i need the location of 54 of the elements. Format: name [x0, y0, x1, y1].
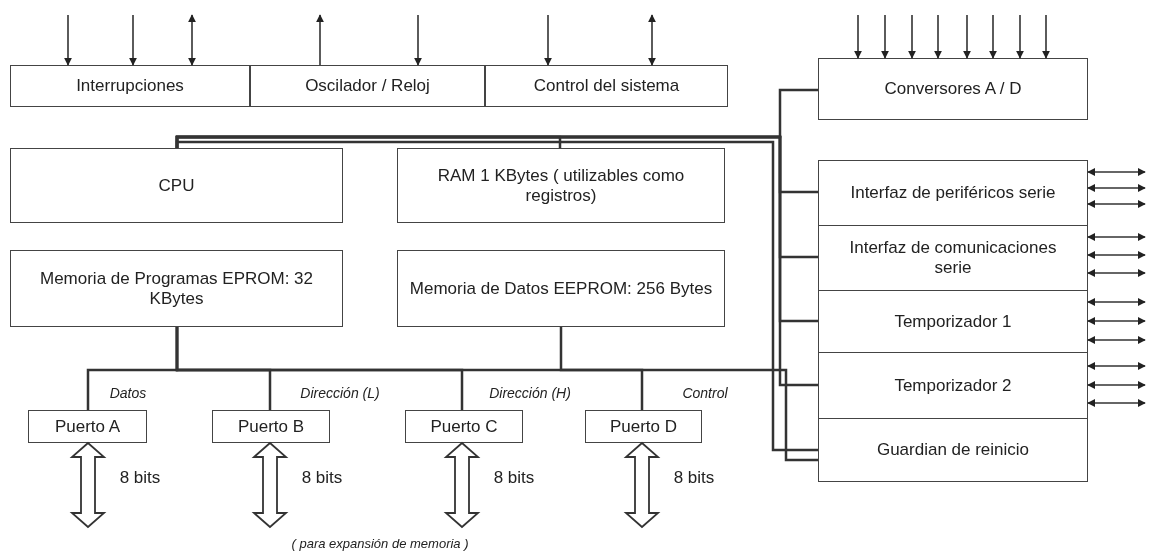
bus-arrow [251, 441, 289, 529]
pin-arrow [934, 14, 942, 59]
pin-arrow [1087, 317, 1146, 325]
pin-arrow [1087, 399, 1146, 407]
module-box: Interfaz de periféricos serie [818, 160, 1088, 226]
module-box: Conversores A / D [818, 58, 1088, 120]
pin-arrow [963, 14, 971, 59]
pin-arrow [1087, 336, 1146, 344]
pin-arrow [908, 14, 916, 59]
module-box: CPU [10, 148, 343, 223]
bus-line [175, 327, 644, 410]
bus-arrow [443, 441, 481, 529]
pin-arrow [544, 14, 552, 66]
pin-arrow [1016, 14, 1024, 59]
module-box: Temporizador 2 [818, 352, 1088, 419]
pin-arrow [316, 14, 324, 66]
pin-arrow [1087, 184, 1146, 192]
module-box: Oscilador / Reloj [250, 65, 485, 107]
pin-arrow [1087, 251, 1146, 259]
pin-arrow [1087, 200, 1146, 208]
port-box: Puerto C [405, 410, 523, 443]
pin-arrow [1087, 233, 1146, 241]
bus-line [175, 135, 818, 387]
bus-arrow [623, 441, 661, 529]
port-box: Puerto D [585, 410, 702, 443]
bus-arrow [69, 441, 107, 529]
pin-arrow [64, 14, 72, 66]
bus-line [559, 327, 818, 462]
module-box: RAM 1 KBytes ( utilizables como registros) [397, 148, 725, 223]
edge-label: Dirección (H) [486, 385, 574, 401]
module-box: Guardian de reinicio [818, 418, 1088, 482]
pin-arrow [1042, 14, 1050, 59]
pin-arrow [1087, 298, 1146, 306]
module-box: Control del sistema [485, 65, 728, 107]
module-box: Memoria de Datos EEPROM: 256 Bytes [397, 250, 725, 327]
module-box: Temporizador 1 [818, 290, 1088, 353]
module-box: Interrupciones [10, 65, 250, 107]
port-box: Puerto B [212, 410, 330, 443]
pin-arrow [188, 14, 196, 66]
pin-arrow [1087, 269, 1146, 277]
module-box: Interfaz de comunicaciones serie [818, 225, 1088, 291]
pin-arrow [881, 14, 889, 59]
module-box: Memoria de Programas EPROM: 32 KBytes [10, 250, 343, 327]
pin-arrow [129, 14, 137, 66]
port-box: Puerto A [28, 410, 147, 443]
pin-arrow [854, 14, 862, 59]
pin-arrow [414, 14, 422, 66]
note-text: ( para expansión de memoria ) [291, 535, 469, 551]
pin-arrow [989, 14, 997, 59]
pin-arrow [1087, 381, 1146, 389]
pin-arrow [648, 14, 656, 66]
pin-arrow [1087, 168, 1146, 176]
bus-line [175, 140, 818, 452]
pin-arrow [1087, 362, 1146, 370]
